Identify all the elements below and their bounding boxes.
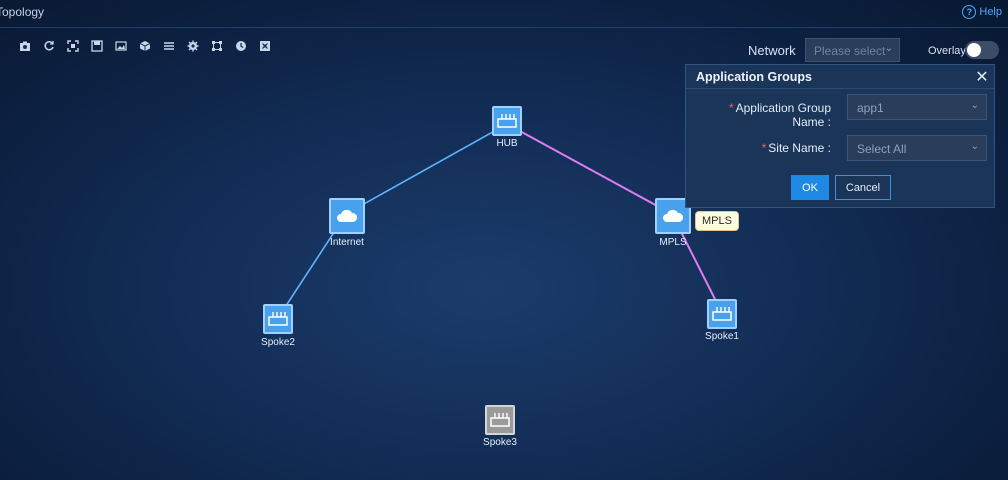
- node-label-spoke2: Spoke2: [261, 337, 295, 348]
- help-label: Help: [979, 6, 1002, 18]
- node-tooltip: MPLS: [695, 211, 739, 231]
- node-label-spoke1: Spoke1: [705, 331, 739, 342]
- network-select[interactable]: Please select ⌄: [805, 38, 900, 62]
- header-divider: [0, 27, 1008, 28]
- node-mpls[interactable]: [655, 198, 691, 234]
- network-select-value: Please select: [814, 44, 886, 58]
- chevron-down-icon: ⌄: [970, 141, 979, 152]
- app-group-name-label: *Application Group Name :: [694, 101, 831, 129]
- node-label-hub: HUB: [496, 138, 518, 149]
- settings-icon[interactable]: [184, 39, 202, 53]
- site-name-label: *Site Name :: [694, 141, 831, 155]
- camera-icon[interactable]: [16, 39, 34, 53]
- topology-toolbar: [16, 39, 274, 53]
- close-icon[interactable]: ✕: [975, 69, 989, 86]
- layers-icon[interactable]: [160, 39, 178, 53]
- cancel-button[interactable]: Cancel: [835, 175, 891, 200]
- fit-screen-icon[interactable]: [64, 39, 82, 53]
- network-label: Network: [748, 43, 796, 58]
- site-name-value: Select All: [857, 142, 907, 156]
- application-groups-panel: Application Groups ✕ *Application Group …: [685, 64, 995, 208]
- topbar: Topology ? Help: [0, 0, 1008, 26]
- app-group-name-value: app1: [857, 101, 884, 115]
- router-icon: [485, 405, 515, 435]
- overlay-label: Overlay: [928, 45, 966, 57]
- layout-icon[interactable]: [208, 39, 226, 53]
- link-hub-internet[interactable]: [345, 123, 508, 215]
- panel-divider: [686, 88, 994, 89]
- app-group-name-label-text: Application Group Name :: [735, 101, 831, 129]
- node-label-internet: Internet: [330, 237, 364, 248]
- router-icon: [263, 304, 293, 334]
- node-spoke2[interactable]: [263, 304, 293, 334]
- panel-title: Application Groups: [696, 70, 812, 84]
- cube-icon[interactable]: [136, 39, 154, 53]
- node-internet[interactable]: [329, 198, 365, 234]
- router-icon: [492, 106, 522, 136]
- node-spoke3[interactable]: [485, 405, 515, 435]
- cloud-icon: [329, 198, 365, 234]
- chevron-down-icon: ⌄: [970, 100, 979, 111]
- app-group-name-select[interactable]: app1 ⌄: [847, 94, 987, 120]
- page-title: Topology: [0, 5, 45, 19]
- link-hub-mpls[interactable]: [506, 123, 673, 215]
- required-mark: *: [761, 141, 767, 155]
- node-label-spoke3: Spoke3: [483, 437, 517, 448]
- toggle-knob: [967, 43, 981, 57]
- refresh-icon[interactable]: [40, 39, 58, 53]
- ok-button[interactable]: OK: [791, 175, 829, 200]
- site-name-select[interactable]: Select All ⌄: [847, 135, 987, 161]
- node-spoke1[interactable]: [707, 299, 737, 329]
- overlay-toggle[interactable]: [965, 41, 999, 59]
- clock-icon[interactable]: [232, 39, 250, 53]
- node-label-mpls: MPLS: [659, 237, 687, 248]
- help-link[interactable]: ? Help: [962, 5, 1002, 19]
- router-icon: [707, 299, 737, 329]
- image-icon[interactable]: [112, 39, 130, 53]
- help-icon: ?: [962, 5, 977, 19]
- topology-icon[interactable]: [256, 39, 274, 53]
- node-hub[interactable]: [492, 106, 522, 136]
- required-mark: *: [728, 101, 734, 115]
- save-icon[interactable]: [88, 39, 106, 53]
- chevron-down-icon: ⌄: [884, 43, 893, 54]
- site-name-label-text: Site Name :: [768, 141, 831, 155]
